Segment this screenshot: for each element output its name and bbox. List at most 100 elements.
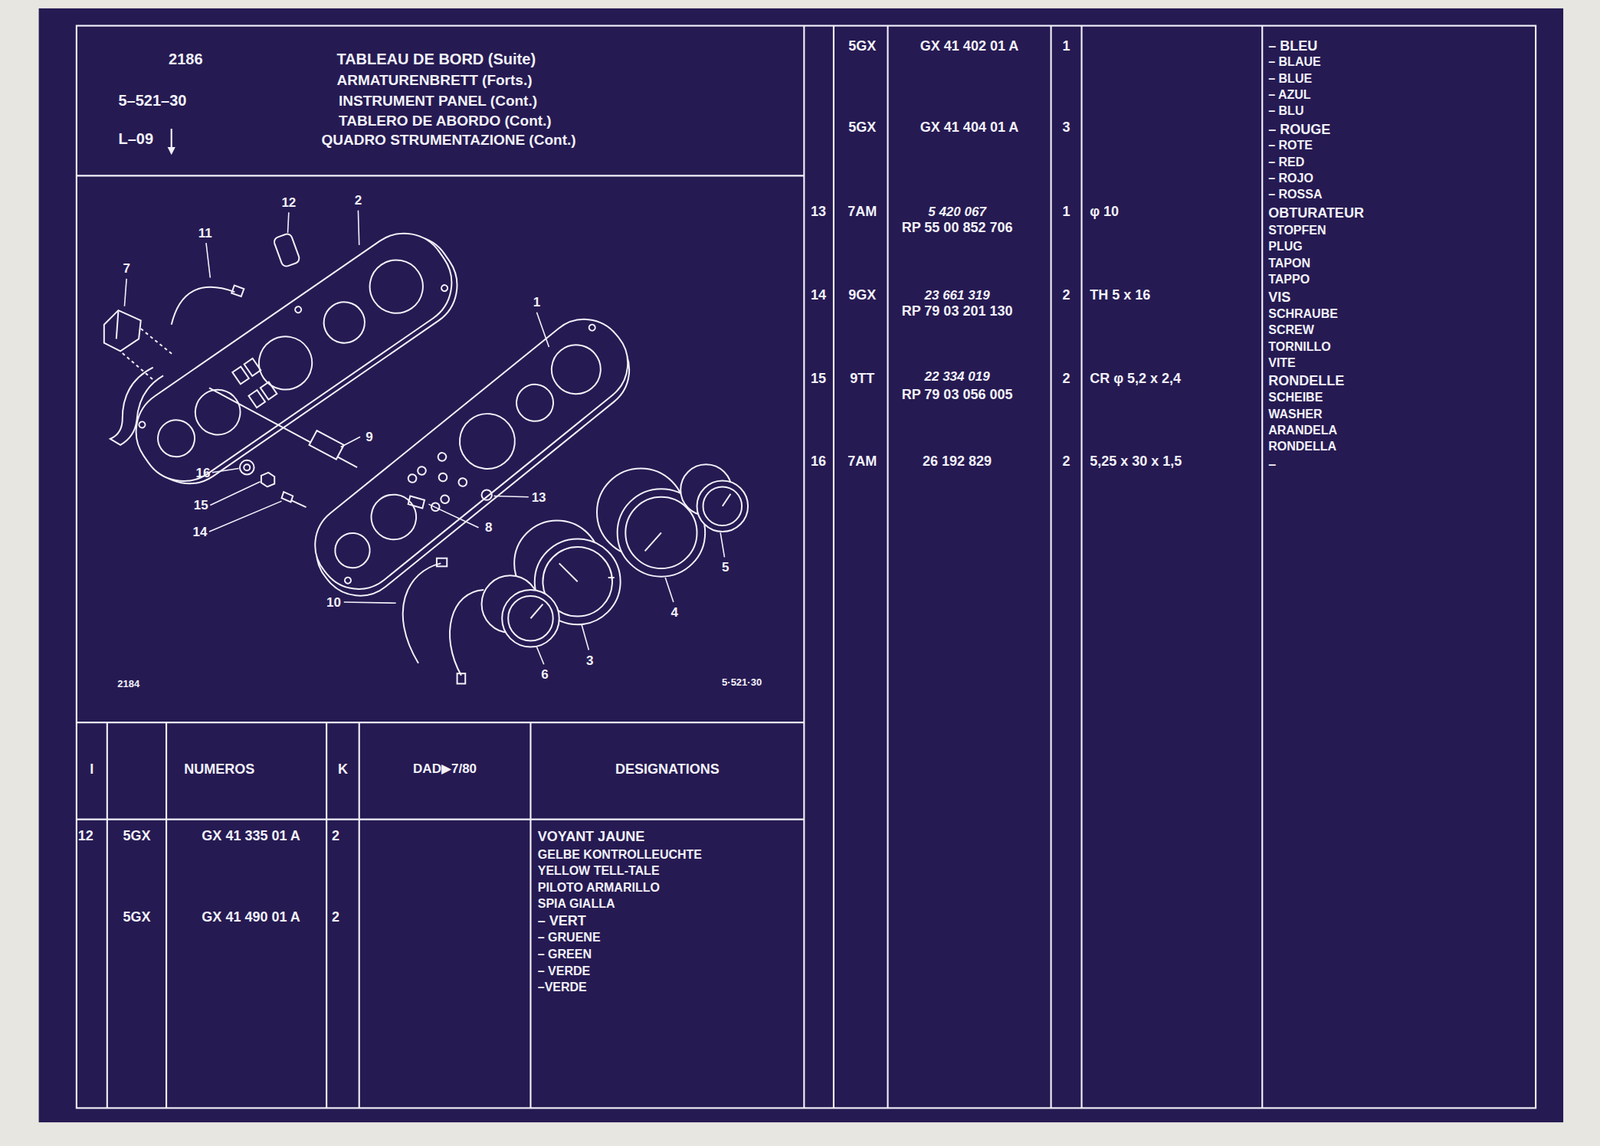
line-art bbox=[508, 377, 561, 429]
line-art bbox=[294, 305, 303, 315]
line-art bbox=[1261, 26, 1263, 1109]
column-heading: I bbox=[89, 762, 94, 777]
table-cell: 2 bbox=[331, 910, 340, 925]
line-art bbox=[408, 495, 425, 509]
line-art bbox=[343, 576, 352, 585]
column-heading: DAD▶7/80 bbox=[413, 761, 477, 775]
line-art bbox=[124, 278, 127, 307]
line-art bbox=[428, 504, 479, 528]
line-art bbox=[272, 232, 301, 269]
table-cell: OBTURATEUR bbox=[1268, 206, 1364, 220]
callout-number: 16 bbox=[196, 465, 211, 479]
line-art bbox=[248, 390, 266, 408]
callout-number: 15 bbox=[193, 498, 209, 512]
line-art bbox=[886, 26, 889, 1109]
table-cell: – ROUGE bbox=[1268, 122, 1331, 137]
line-art bbox=[665, 577, 674, 603]
line-art bbox=[436, 472, 449, 484]
leader-lines bbox=[124, 210, 725, 666]
line-art bbox=[403, 563, 442, 664]
line-art bbox=[358, 722, 361, 1109]
figure-ref: 5·521·30 bbox=[721, 676, 762, 687]
line-art bbox=[209, 501, 282, 532]
table-cell: RP 79 03 056 005 bbox=[901, 387, 1014, 402]
line-art bbox=[327, 526, 378, 576]
line-art bbox=[212, 468, 240, 473]
line-art bbox=[76, 819, 804, 821]
table-cell: – RED bbox=[1268, 156, 1305, 169]
line-art bbox=[559, 563, 578, 582]
line-art bbox=[536, 647, 544, 666]
table-cell: 23 661 319 bbox=[924, 288, 991, 302]
table-cell: 7AM bbox=[847, 454, 877, 469]
header-text: 2186 bbox=[168, 51, 204, 67]
line-art bbox=[440, 284, 450, 293]
header-text: 5–521–30 bbox=[118, 92, 187, 109]
line-art bbox=[541, 334, 611, 404]
line-art bbox=[231, 285, 244, 298]
callout-number: 9 bbox=[365, 429, 373, 443]
line-art bbox=[76, 174, 804, 177]
line-art bbox=[448, 403, 526, 481]
line-art bbox=[581, 624, 589, 650]
header-text: ARMATURENBRETT (Forts.) bbox=[336, 72, 532, 87]
line-art bbox=[186, 380, 250, 444]
line-art bbox=[625, 497, 697, 569]
line-art bbox=[1050, 26, 1053, 1109]
callout-number: 2 bbox=[354, 193, 362, 207]
line-art bbox=[315, 294, 373, 351]
line-art bbox=[1080, 26, 1082, 1109]
film-ground bbox=[39, 8, 1564, 1123]
table-cell: – BLUE bbox=[1268, 72, 1312, 86]
line-art bbox=[357, 210, 359, 246]
header-text: TABLERO DE ABORDO (Cont.) bbox=[338, 113, 552, 128]
header-text: INSTRUMENT PANEL (Cont.) bbox=[338, 92, 538, 108]
line-art bbox=[832, 26, 835, 1109]
table-cell: 2 bbox=[1062, 371, 1071, 386]
table-cell: 5GX bbox=[848, 39, 876, 53]
table-cell: 1 bbox=[1062, 39, 1071, 53]
arrow-symbol bbox=[170, 128, 173, 154]
table-cell: 9TT bbox=[849, 371, 875, 386]
callout-number: 11 bbox=[198, 226, 213, 240]
line-art bbox=[165, 722, 168, 1109]
table-cell: GX 41 404 01 A bbox=[920, 120, 1019, 135]
line-art bbox=[587, 323, 597, 332]
callout-number: 4 bbox=[670, 605, 678, 619]
table-cell: – AZUL bbox=[1268, 88, 1311, 102]
callout-number: 8 bbox=[485, 521, 492, 535]
callout-number: 3 bbox=[586, 653, 594, 667]
table-cell: 14 bbox=[810, 288, 827, 302]
line-art bbox=[209, 387, 358, 468]
line-art bbox=[232, 367, 250, 385]
line-art bbox=[291, 500, 307, 508]
line-art bbox=[536, 312, 549, 348]
table-cell: GX 41 402 01 A bbox=[920, 39, 1019, 53]
callout-number: 10 bbox=[326, 595, 341, 609]
table-cell: VIS bbox=[1268, 290, 1291, 305]
table-cell: 15 bbox=[810, 371, 827, 386]
table-cell: 7AM bbox=[847, 204, 877, 219]
line-art bbox=[359, 249, 433, 324]
table-cell: GX 41 490 01 A bbox=[201, 910, 300, 925]
line-art bbox=[137, 420, 147, 430]
line-art bbox=[206, 242, 210, 278]
line-art bbox=[449, 590, 484, 676]
line-art bbox=[288, 212, 289, 233]
line-art bbox=[501, 590, 560, 648]
header-text: L–09 bbox=[118, 131, 154, 147]
line-art bbox=[508, 596, 554, 642]
table-cell: – VERT bbox=[537, 914, 587, 928]
line-art bbox=[481, 489, 492, 500]
table-cell: SCHEIBE bbox=[1268, 391, 1323, 404]
table-cell: 2 bbox=[331, 829, 340, 843]
line-art bbox=[171, 287, 236, 325]
line-art bbox=[439, 493, 451, 505]
table-cell: VITE bbox=[1268, 357, 1296, 370]
line-art bbox=[456, 476, 469, 489]
table-cell: PILOTO ARMARILLO bbox=[537, 881, 660, 895]
table-cell: 13 bbox=[810, 204, 827, 219]
table-cell: RONDELLA bbox=[1268, 440, 1337, 453]
